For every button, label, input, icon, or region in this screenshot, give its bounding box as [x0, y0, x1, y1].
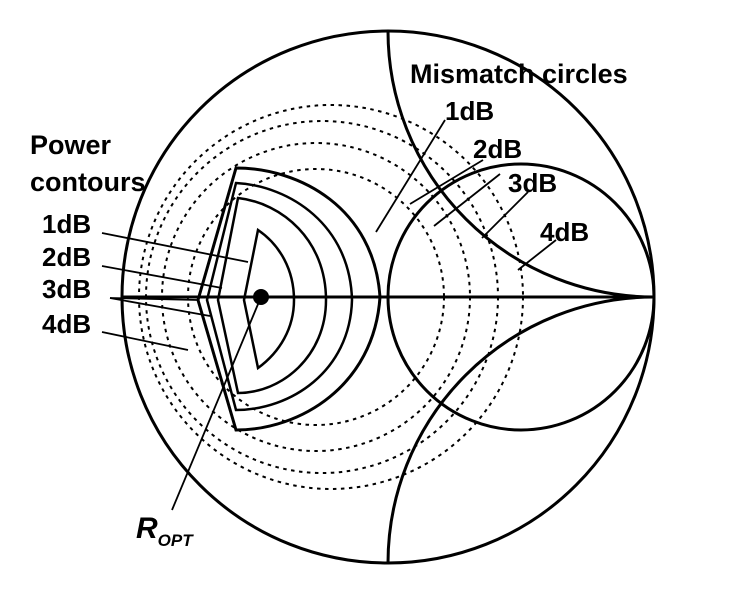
mismatch-leader-2db-b	[433, 173, 501, 227]
power-contour-3db	[205, 181, 354, 412]
mismatch-circle-4db	[138, 104, 524, 490]
power-leader-1db	[101, 232, 249, 263]
mismatch-label-2db: 2dB	[473, 134, 522, 164]
power-contours-title-line1: Power	[30, 130, 112, 160]
power-leader-2db	[101, 265, 223, 289]
power-contours-title-line2: contours	[30, 167, 146, 197]
mismatch-label-3db: 3dB	[508, 168, 557, 198]
mismatch-label-4db: 4dB	[540, 217, 589, 247]
r-opt-label-sub: OPT	[158, 531, 195, 550]
power-contour-1db	[242, 227, 296, 371]
power-label-1db: 1dB	[42, 209, 91, 239]
power-leader-3db-b	[109, 297, 211, 317]
power-contours-group	[196, 166, 382, 432]
reactance-arc-upper	[386, 30, 655, 299]
mismatch-circles-group	[138, 104, 524, 490]
power-label-2db: 2dB	[42, 242, 91, 272]
mismatch-circle-2db	[161, 142, 471, 452]
power-leaders	[101, 232, 249, 351]
mismatch-leaders	[375, 119, 557, 271]
mismatch-circle-3db	[145, 120, 499, 474]
mismatch-leader-4db	[517, 239, 557, 271]
r-opt-label: ROPT	[136, 512, 194, 550]
mismatch-leader-3db	[481, 191, 529, 239]
r-opt-leader-line	[171, 296, 262, 511]
power-leader-4db	[101, 331, 189, 351]
mismatch-label-1db: 1dB	[445, 96, 494, 126]
r-opt-label-main: R	[136, 512, 158, 545]
mismatch-circle-1db	[187, 168, 445, 426]
power-label-4db: 4dB	[42, 309, 91, 339]
power-contour-2db	[216, 196, 328, 395]
mismatch-leader-1db	[375, 119, 446, 233]
mismatch-circles-title: Mismatch circles	[410, 59, 628, 89]
power-contour-4db	[196, 166, 382, 432]
power-label-3db: 3dB	[42, 274, 91, 304]
reactance-arc-lower	[386, 295, 655, 564]
mismatch-leader-2db	[409, 159, 484, 205]
power-leader-3db-a	[109, 297, 199, 301]
